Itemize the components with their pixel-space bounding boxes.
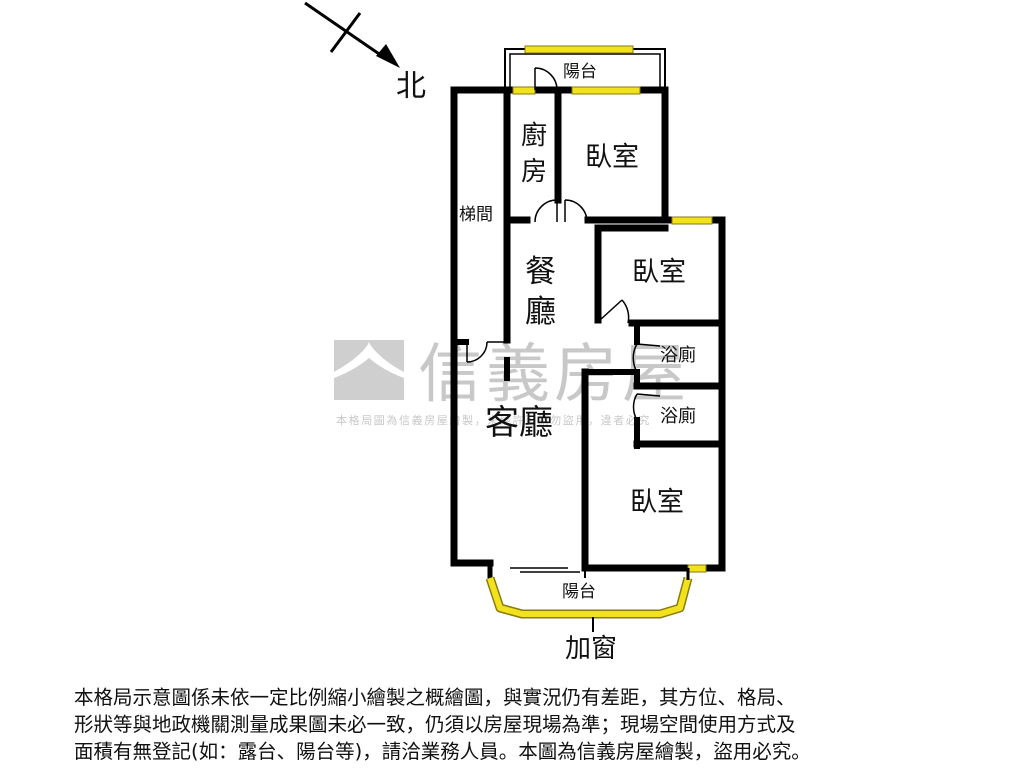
label-bay-window: 加窗 <box>565 634 617 664</box>
label-stairwell: 梯間 <box>459 205 493 225</box>
compass-line <box>304 1 386 60</box>
floor-plan: 信義房屋 本格局圖為信義房屋繪製，未經許可請勿盜用，違者必究 北 <box>304 1 726 664</box>
watermark-brand: 信義房屋 <box>418 338 690 412</box>
disclaimer: 本格局示意圖係未依一定比例縮小繪製之概繪圖，與實況仍有差距，其方位、格局、 形狀… <box>74 684 974 765</box>
bedroom-middle-window <box>671 216 713 225</box>
bathroom-1-door-icon <box>632 343 661 373</box>
label-dining-1: 餐 <box>525 254 556 290</box>
label-bathroom-1: 浴廁 <box>660 344 696 366</box>
compass-arrow-icon <box>376 44 400 68</box>
bedroom-top-window <box>571 86 641 95</box>
compass-cross <box>329 12 362 53</box>
balcony-top <box>504 45 666 88</box>
kitchen-window <box>512 86 536 95</box>
label-bathroom-2: 浴廁 <box>660 405 696 427</box>
bedroom-bottom-window <box>687 564 707 573</box>
balcony-top-door-icon <box>534 67 558 91</box>
label-living-room: 客廳 <box>485 403 553 443</box>
compass: 北 <box>304 1 426 104</box>
bathroom-2-door-icon <box>632 393 661 421</box>
walls <box>450 86 726 581</box>
label-kitchen-2: 房 <box>521 157 547 187</box>
bedroom-middle-door-icon <box>599 299 630 324</box>
disclaimer-line-2: 形狀等與地政機關測量成果圖未必一致，仍須以房屋現場為準；現場空間使用方式及 <box>74 713 796 736</box>
label-bedroom-bottom: 臥室 <box>630 487 684 518</box>
label-kitchen-1: 廚 <box>521 121 547 151</box>
label-balcony-bottom: 陽台 <box>562 582 596 602</box>
label-bedroom-top: 臥室 <box>585 142 639 173</box>
watermark: 信義房屋 本格局圖為信義房屋繪製，未經許可請勿盜用，違者必究 <box>334 338 690 427</box>
compass-north-label: 北 <box>396 69 426 104</box>
doors <box>466 67 661 573</box>
label-dining-2: 廳 <box>525 294 556 330</box>
watermark-notice: 本格局圖為信義房屋繪製，未經許可請勿盜用，違者必究 <box>336 413 651 427</box>
disclaimer-line-3: 面積有無登記(如：露台、陽台等)，請洽業務人員。本圖為信義房屋繪製，盜用必究。 <box>74 740 811 763</box>
balcony-bottom <box>485 568 693 632</box>
bedroom-top-door-icon <box>564 199 588 223</box>
label-bedroom-middle: 臥室 <box>632 257 686 288</box>
balcony-top-window <box>524 45 634 54</box>
label-balcony-top: 陽台 <box>563 62 597 82</box>
watermark-logo-icon <box>334 340 404 400</box>
disclaimer-line-1: 本格局示意圖係未依一定比例縮小繪製之概繪圖，與實況仍有差距，其方位、格局、 <box>74 686 796 709</box>
living-door-icon <box>466 341 488 363</box>
kitchen-door-icon <box>534 199 558 223</box>
